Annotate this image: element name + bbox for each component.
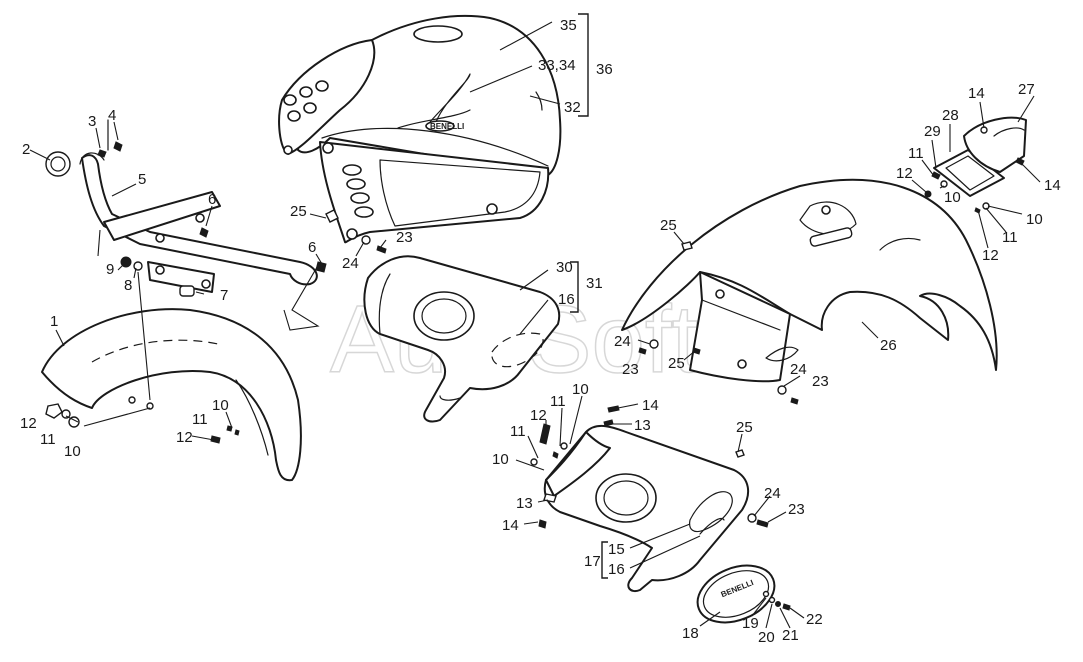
callout-35: 35 xyxy=(560,17,577,34)
side-cover-upper-part xyxy=(363,255,561,423)
callout-14a: 14 xyxy=(968,85,985,102)
callout-25b: 25 xyxy=(660,217,677,234)
callout-26: 26 xyxy=(880,337,897,354)
fender-bracket-part xyxy=(79,119,318,293)
callout-30: 30 xyxy=(556,259,573,276)
callout-10b: 10 xyxy=(212,397,229,414)
callout-12b: 12 xyxy=(176,429,193,446)
callout-32: 32 xyxy=(564,99,581,116)
callouts: 35 33,34 36 32 2 3 4 5 6 6 7 9 8 1 12 11… xyxy=(20,17,1061,646)
front-fender-part xyxy=(41,308,302,482)
callout-29: 29 xyxy=(924,123,941,140)
callout-31: 31 xyxy=(586,275,603,292)
callout-19: 19 xyxy=(742,615,759,632)
callout-12a: 12 xyxy=(20,415,37,432)
callout-11c: 11 xyxy=(908,145,924,162)
callout-10a: 10 xyxy=(64,443,81,460)
callout-9: 9 xyxy=(106,261,114,278)
callout-27: 27 xyxy=(1018,81,1035,98)
bracket-hardware-part xyxy=(45,141,327,297)
callout-11d: 11 xyxy=(1002,229,1018,246)
tail-light-part xyxy=(963,116,1027,173)
callout-36: 36 xyxy=(596,61,613,78)
callout-23d: 23 xyxy=(788,501,805,518)
callout-10e: 10 xyxy=(572,381,589,398)
callout-15: 15 xyxy=(608,541,625,558)
callout-11b: 11 xyxy=(192,411,208,428)
callout-24a: 24 xyxy=(342,255,359,272)
callout-12e: 12 xyxy=(530,407,547,424)
callout-24b: 24 xyxy=(614,333,631,350)
callout-4: 4 xyxy=(108,107,116,124)
callout-28: 28 xyxy=(942,107,959,124)
leader-lines xyxy=(29,13,1041,629)
callout-10f: 10 xyxy=(492,451,509,468)
callout-24d: 24 xyxy=(764,485,781,502)
fuel-tank-part: BENELLI xyxy=(278,14,562,176)
fender-hardware-part xyxy=(45,396,240,444)
callout-11a: 11 xyxy=(40,431,56,448)
callout-12c: 12 xyxy=(896,165,913,182)
callout-25a: 25 xyxy=(290,203,307,220)
callout-1: 1 xyxy=(50,313,58,330)
callout-14c: 14 xyxy=(642,397,659,414)
callout-17: 17 xyxy=(584,553,601,570)
callout-23c: 23 xyxy=(812,373,829,390)
callout-21: 21 xyxy=(782,627,799,644)
callout-13a: 13 xyxy=(634,417,651,434)
callout-25d: 25 xyxy=(736,419,753,436)
callout-25c: 25 xyxy=(668,355,685,372)
callout-24c: 24 xyxy=(790,361,807,378)
callout-14b: 14 xyxy=(1044,177,1061,194)
license-bracket-part xyxy=(933,149,1005,197)
callout-11e: 11 xyxy=(550,393,566,410)
callout-23b: 23 xyxy=(622,361,639,378)
callout-14d: 14 xyxy=(502,517,519,534)
tank-brand-mark: BENELLI xyxy=(430,122,464,131)
callout-16a: 16 xyxy=(558,291,575,308)
callout-22: 22 xyxy=(806,611,823,628)
callout-16b: 16 xyxy=(608,561,625,578)
callout-18: 18 xyxy=(682,625,699,642)
callout-6a: 6 xyxy=(208,191,216,208)
callout-13b: 13 xyxy=(516,495,533,512)
callout-23a: 23 xyxy=(396,229,413,246)
callout-12d: 12 xyxy=(982,247,999,264)
callout-33-34: 33,34 xyxy=(538,57,576,74)
round-cover-part: BENELLI xyxy=(696,564,776,624)
callout-8: 8 xyxy=(124,277,132,294)
callout-2: 2 xyxy=(22,141,30,158)
tank-side-panel-part xyxy=(319,141,550,244)
callout-7: 7 xyxy=(220,287,228,304)
rear-fender-part xyxy=(621,178,998,383)
callout-10d: 10 xyxy=(1026,211,1043,228)
callout-10c: 10 xyxy=(944,189,961,206)
callout-11f: 11 xyxy=(510,423,526,440)
callout-5: 5 xyxy=(138,171,146,188)
callout-20: 20 xyxy=(758,629,775,646)
side-cover-lower-part xyxy=(543,425,750,592)
callout-3: 3 xyxy=(88,113,96,130)
callout-6b: 6 xyxy=(308,239,316,256)
